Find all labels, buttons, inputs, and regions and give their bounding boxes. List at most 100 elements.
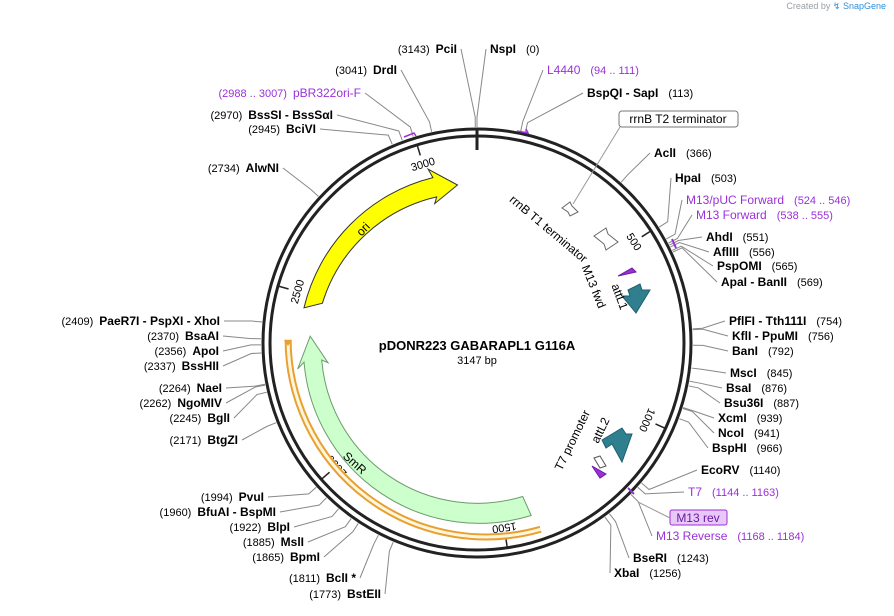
site-pos-ncoi: (941) <box>754 428 780 440</box>
snapgene-logo-icon: ↯ <box>832 1 841 11</box>
site-leader <box>691 367 727 374</box>
site-name-apoi: ApoI <box>192 344 219 358</box>
site-pos-ahdi: (551) <box>743 232 769 244</box>
pbr322ori-f-primer-mark <box>403 132 417 138</box>
site-pos-m13-reverse: (1168 .. 1184) <box>737 531 804 543</box>
site-name-bcli: BclI * <box>326 571 356 585</box>
site-leader <box>682 407 715 434</box>
site-name-msci: MscI <box>730 366 757 380</box>
site-leader <box>679 418 709 449</box>
m13-fwd-backbone-mark <box>671 238 677 249</box>
site-pos-pflfi-tth111i: (754) <box>816 316 842 328</box>
site-name-btgzi: BtgZI <box>207 433 238 447</box>
site-pos-bcli: (1811) <box>289 573 320 585</box>
snapgene-credit: Created by ↯ SnapGene <box>786 1 886 12</box>
site-pos-bcivi: (2945) <box>248 124 280 136</box>
site-pos-msli: (1885) <box>243 537 275 549</box>
m13-rev-primer-arrow <box>591 465 607 479</box>
m13-rev-leader <box>637 501 671 519</box>
site-pos-ecorv: (1140) <box>749 465 780 477</box>
site-pos-apoi: (2356) <box>155 346 187 358</box>
site-name-m13-reverse: M13 Reverse <box>656 529 728 543</box>
label-leaders <box>222 48 729 595</box>
site-leader <box>225 384 266 404</box>
site-leader <box>670 241 710 253</box>
rrnb-t2-label: rrnB T2 terminator <box>629 112 726 126</box>
tick-mark <box>641 230 652 238</box>
site-leader <box>336 114 403 141</box>
site-leader <box>688 385 721 404</box>
site-leader <box>476 48 487 127</box>
site-name-pvui: PvuI <box>239 490 264 504</box>
site-pos-apai-banii: (569) <box>797 277 823 289</box>
site-labels: PciI(3143)DrdI(3041)pBR322ori-F(2988 .. … <box>62 42 851 601</box>
site-leader <box>400 69 433 132</box>
smr-feature-arrow <box>297 335 532 524</box>
site-pos-l4440: (94 .. 111) <box>590 65 639 77</box>
site-leader <box>359 534 379 579</box>
site-name-bani: BanI <box>732 344 758 358</box>
site-name-drdi: DrdI <box>373 63 397 77</box>
site-pos-bsu36i: (887) <box>773 398 799 410</box>
site-pos-pcii: (3143) <box>398 44 430 56</box>
site-leader <box>364 92 414 137</box>
site-name-bpmi: BpmI <box>290 550 320 564</box>
site-name-bsai: BsaI <box>726 381 751 395</box>
site-name-pbr322ori-f: pBR322ori-F <box>293 86 361 100</box>
site-pos-paer7i-pspxi-xhoi: (2409) <box>62 316 94 328</box>
site-name-pflfi-tth111i: PflFI - Tth111I <box>729 314 806 328</box>
site-name-acli: AclI <box>654 146 676 160</box>
site-name-afliii: AflIII <box>713 245 739 259</box>
site-name-apai-banii: ApaI - BanII <box>721 275 787 289</box>
attl1-label: attL1 <box>609 282 631 312</box>
site-leader <box>604 516 612 574</box>
site-leader <box>682 407 715 419</box>
site-leader <box>520 69 544 132</box>
rrnb-t1-label: rrnB T1 terminator <box>507 192 590 265</box>
site-leader <box>222 352 262 367</box>
m13-rev-label: M13 rev <box>676 511 719 525</box>
site-leader <box>630 494 653 537</box>
site-name-bspqi-sapi: BspQI - SapI <box>587 86 658 100</box>
site-name-ncoi: NcoI <box>718 426 744 440</box>
m13-fwd-primer-arrow <box>617 267 637 277</box>
site-leader <box>692 328 729 337</box>
site-name-naei: NaeI <box>197 381 222 395</box>
site-name-bsssi-bsss-i: BssSI - BssSαI <box>248 108 333 122</box>
attl2-feature-arrow <box>601 427 633 464</box>
site-pos-bfuai-bspmi: (1960) <box>160 507 192 519</box>
site-pos-kfli-ppumi: (756) <box>808 331 834 343</box>
site-name-xbai: XbaI <box>614 566 639 580</box>
site-name-msli: MslI <box>281 535 304 549</box>
site-pos-nspi: (0) <box>526 44 539 56</box>
site-leader <box>279 497 327 513</box>
site-name-l4440: L4440 <box>547 63 581 77</box>
site-name-bseri: BseRI <box>633 551 667 565</box>
site-leader <box>225 383 266 389</box>
tick-label: 500 <box>623 231 643 253</box>
site-pos-m13-puc-forward: (524 .. 546) <box>794 195 850 207</box>
site-name-bsu36i: Bsu36I <box>724 396 763 410</box>
site-pos-bseri: (1243) <box>677 553 709 565</box>
site-leader <box>223 320 263 323</box>
site-name-m13-forward: M13 Forward <box>696 208 767 222</box>
site-name-bsshii: BssHII <box>182 359 219 373</box>
site-pos-btgzi: (2171) <box>170 435 202 447</box>
credit-brand: SnapGene <box>842 1 886 11</box>
tick-mark <box>320 471 331 480</box>
site-name-xcmi: XcmI <box>718 411 747 425</box>
t7-promoter-arrow <box>593 455 607 469</box>
site-name-ahdi: AhdI <box>706 230 733 244</box>
site-name-blpi: BlpI <box>267 520 290 534</box>
site-name-ngomiv: NgoMIV <box>177 396 222 410</box>
site-pos-bsteii: (1773) <box>309 589 341 601</box>
site-pos-xbai: (1256) <box>649 568 681 580</box>
t7-promoter-label: T7 promoter <box>552 408 593 473</box>
site-name-kfli-ppumi: KflI - PpuMI <box>732 329 798 343</box>
site-leader <box>222 335 262 340</box>
site-leader <box>241 422 277 441</box>
site-name-hpai: HpaI <box>675 171 701 185</box>
site-leader <box>384 541 394 595</box>
site-pos-afliii: (556) <box>749 247 775 259</box>
